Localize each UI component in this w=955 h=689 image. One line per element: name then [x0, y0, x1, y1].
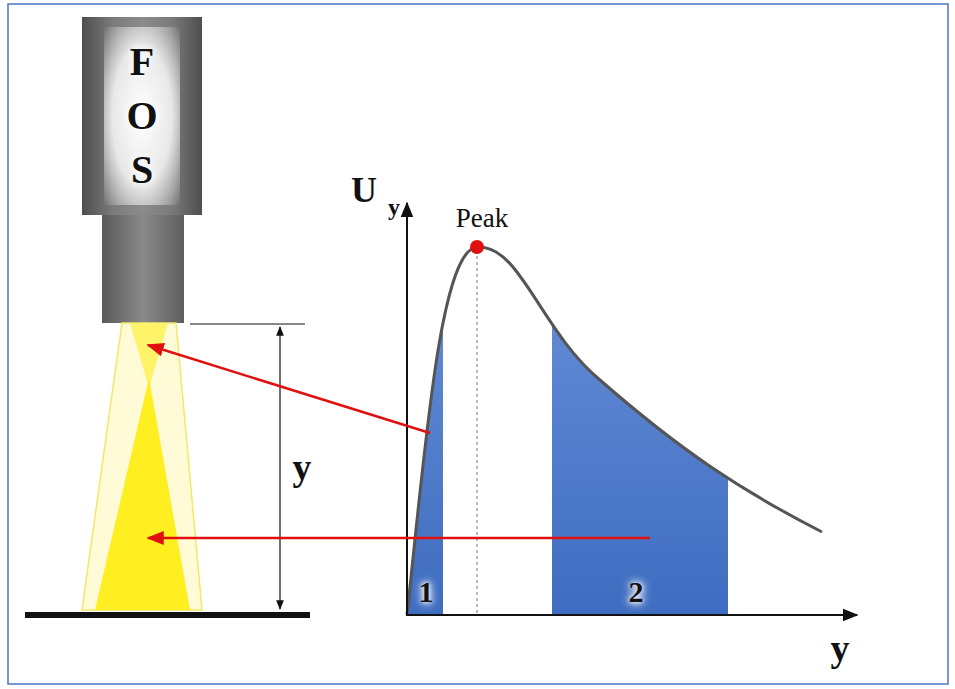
- region-2: [552, 200, 728, 615]
- axis-label: U: [351, 172, 377, 208]
- sensor-head: [102, 215, 184, 323]
- axis-label: y: [293, 448, 312, 486]
- sensor-label: F O S: [104, 27, 180, 205]
- callout-number: 2: [629, 577, 644, 607]
- y-axis: [406, 203, 408, 616]
- peak-guide: [477, 250, 478, 614]
- axis-label: y: [388, 195, 400, 219]
- dimension-arrow: [279, 327, 280, 609]
- dimension-tick: [190, 324, 305, 325]
- light-cone: [82, 323, 202, 610]
- response-curve: [407, 247, 822, 615]
- callout-number: 1: [419, 577, 434, 607]
- frame-border: [8, 4, 948, 684]
- leader-arrow: [148, 537, 650, 540]
- sensor-box: F O S: [82, 17, 202, 215]
- target-surface: [25, 612, 310, 618]
- axis-label: y: [831, 629, 850, 667]
- light-core-lower: [95, 378, 190, 610]
- peak-dot: [470, 240, 484, 254]
- x-axis: [406, 614, 857, 616]
- leader-arrow: [148, 345, 430, 433]
- peak-label: Peak: [456, 205, 508, 232]
